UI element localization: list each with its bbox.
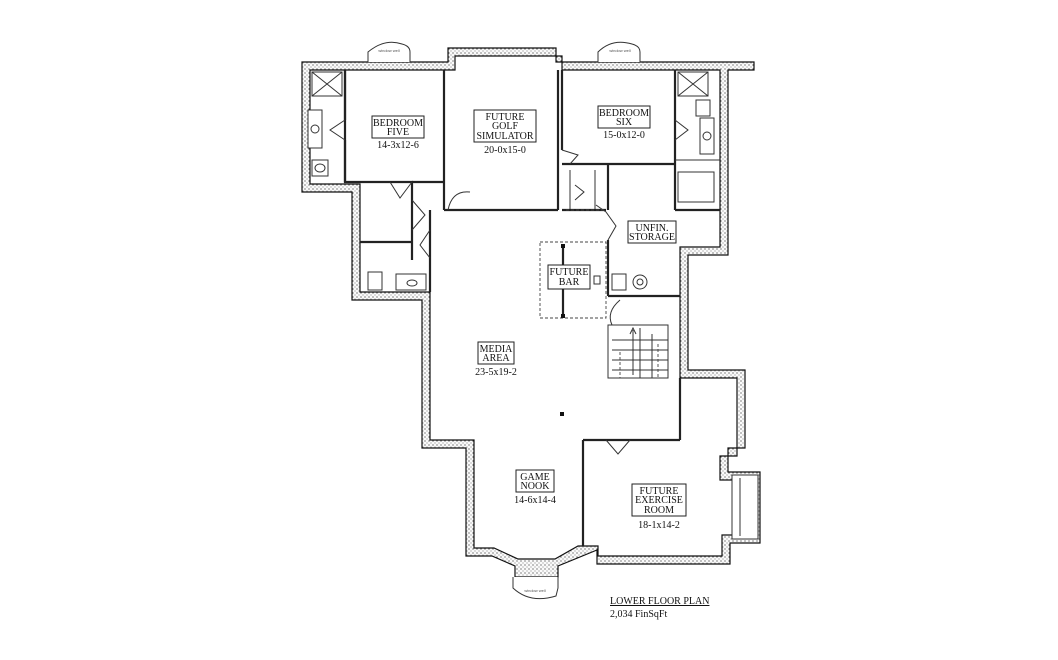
room-size: 15-0x12-0 (603, 130, 645, 141)
room-name-line2: STORAGE (629, 232, 675, 243)
room-size: 23-5x19-2 (475, 367, 517, 378)
room-name-line3: ROOM (644, 505, 674, 516)
window-well-bottom: window well (512, 577, 559, 600)
room-future-exercise: FUTURE EXERCISE ROOM 18-1x14-2 (631, 483, 687, 531)
room-name-line1: BEDROOM (599, 108, 649, 119)
room-name-line2: NOOK (521, 481, 551, 492)
room-name-line1: MEDIA (480, 344, 514, 355)
water-heater-icon (611, 273, 627, 291)
room-name-line1: FUTURE (486, 112, 525, 123)
plan-area: 2,034 FinSqFt (610, 609, 667, 620)
window-well-top-right: window well (597, 41, 641, 62)
window-well-label: window well (524, 588, 545, 593)
room-name-line1: BEDROOM (373, 118, 423, 129)
plan-title: LOWER FLOOR PLAN (610, 596, 709, 607)
room-name-line1: UNFIN. (635, 223, 668, 234)
room-future-bar: FUTURE BAR (547, 264, 591, 290)
column-post (560, 412, 564, 416)
room-bedroom-five: BEDROOM FIVE 14-3x12-6 (371, 115, 425, 151)
door-swings (329, 119, 689, 455)
room-bedroom-six: BEDROOM SIX 15-0x12-0 (597, 105, 651, 141)
toilet-icon (367, 271, 383, 291)
toilet-icon (695, 99, 711, 117)
fixtures (307, 71, 715, 291)
room-name-line2: GOLF (492, 121, 519, 132)
room-name-line1: GAME (520, 472, 549, 483)
room-name-line2: BAR (559, 277, 580, 288)
room-name-line2: AREA (482, 353, 510, 364)
room-size: 14-3x12-6 (377, 140, 419, 151)
window-well-top-left: window well (367, 41, 411, 62)
window-well-right (731, 474, 759, 540)
room-size: 18-1x14-2 (638, 520, 680, 531)
exterior-wall (301, 47, 761, 578)
room-golf-simulator: FUTURE GOLF SIMULATOR 20-0x15-0 (473, 109, 537, 156)
plan-caption: LOWER FLOOR PLAN 2,034 FinSqFt (610, 596, 709, 620)
room-size: 20-0x15-0 (484, 145, 526, 156)
room-name-line2: FIVE (387, 127, 409, 138)
interior-walls (343, 70, 720, 546)
future-bar-outline (539, 209, 607, 319)
room-game-nook: GAME NOOK 14-6x14-4 (514, 469, 556, 506)
stairs (612, 326, 668, 378)
window-well-label: window well (609, 48, 630, 53)
room-name-line2: EXERCISE (635, 495, 683, 506)
room-name-line3: SIMULATOR (476, 131, 533, 142)
window-well-label: window well (378, 48, 399, 53)
room-media-area: MEDIA AREA 23-5x19-2 (475, 341, 517, 378)
room-size: 14-6x14-4 (514, 495, 556, 506)
room-unfinished-storage: UNFIN. STORAGE (627, 220, 677, 244)
room-name-line2: SIX (616, 117, 633, 128)
room-name-line1: FUTURE (550, 267, 589, 278)
room-name-line1: FUTURE (640, 486, 679, 497)
